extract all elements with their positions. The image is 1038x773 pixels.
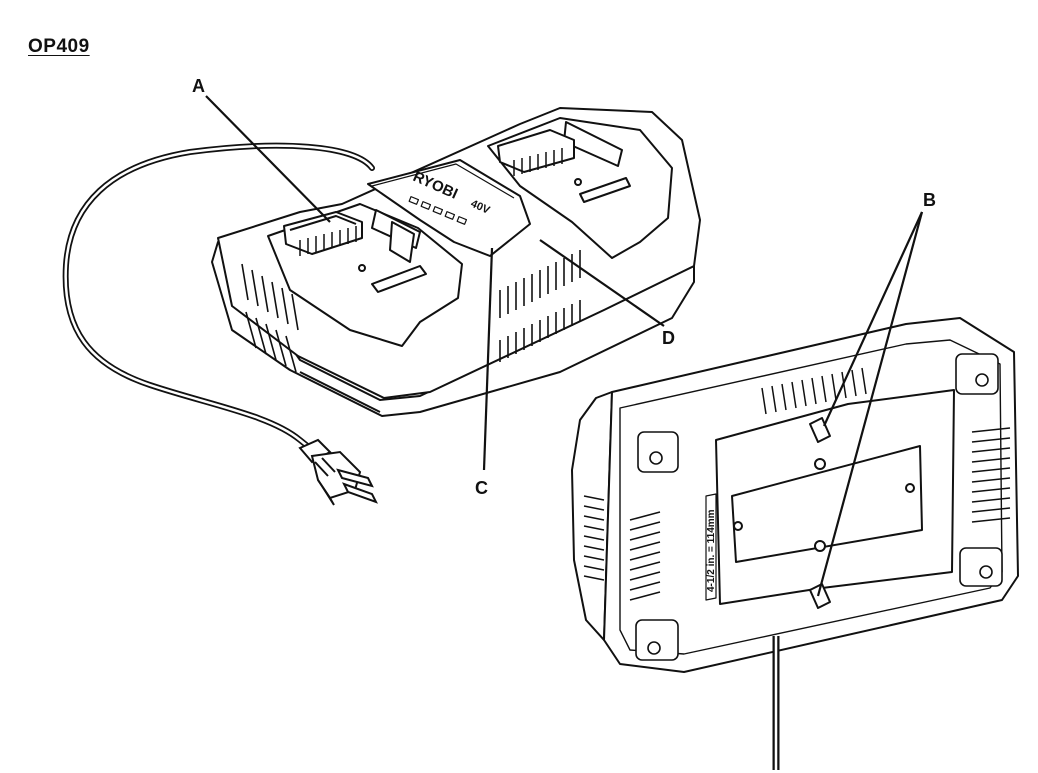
power-cord <box>62 142 375 459</box>
front-vents <box>499 250 581 362</box>
callout-b: B <box>923 190 936 210</box>
model-title: OP409 <box>28 36 90 57</box>
charger-top-view: RYOBI 40V <box>211 107 701 417</box>
keyhole-slot-upper <box>809 417 831 443</box>
leader-c <box>482 247 494 471</box>
leader-lines <box>205 95 924 597</box>
rubber-feet <box>635 353 1003 661</box>
power-plug <box>298 438 379 506</box>
top-vents <box>761 367 867 415</box>
battery-port-left <box>267 203 463 347</box>
keyhole-slot-lower <box>809 583 831 609</box>
status-leds <box>408 196 468 225</box>
leader-d <box>539 239 665 327</box>
charger-bottom-view: 4-1/2 in. = 114mm <box>571 317 1019 770</box>
mount-spacing-label: 4-1/2 in. = 114mm <box>706 509 717 592</box>
callout-d: D <box>662 328 675 348</box>
side-vents <box>583 427 1011 601</box>
callout-c: C <box>475 478 488 498</box>
left-vents <box>241 263 299 373</box>
center-logo-panel <box>367 159 531 257</box>
leader-b-upper <box>822 211 924 427</box>
leader-a <box>205 95 331 223</box>
leader-b-lower <box>816 211 924 597</box>
callout-a: A <box>192 76 205 96</box>
mounting-plate <box>705 389 955 609</box>
battery-port-right <box>487 117 673 259</box>
